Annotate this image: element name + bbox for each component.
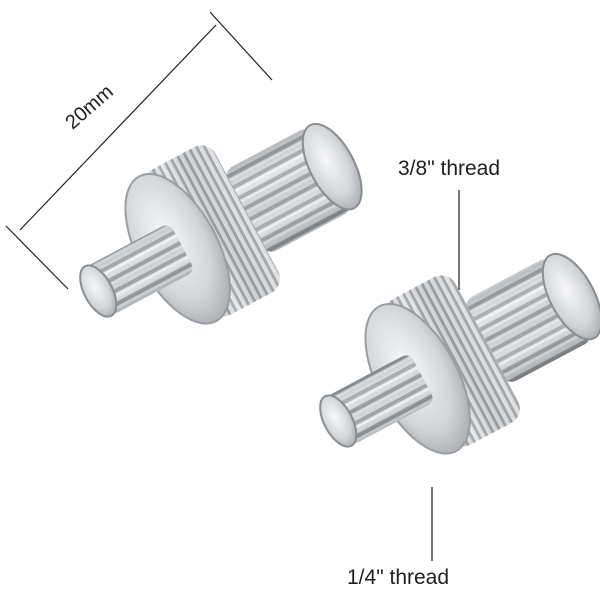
small-thread-left [79,225,193,318]
dimension-end-tick-left [5,225,69,290]
adapter-left [79,122,363,325]
small-thread-right [319,355,433,448]
large-thread-right [466,252,600,382]
dimension-line [5,11,273,290]
large-thread-left [226,122,363,252]
bottom-thread-label: 1/4" thread [347,566,450,589]
top-thread-label: 3/8" thread [398,157,501,180]
adapter-right [319,252,600,455]
dimension-end-tick-right [209,11,273,81]
dimension-main-line [19,24,217,231]
